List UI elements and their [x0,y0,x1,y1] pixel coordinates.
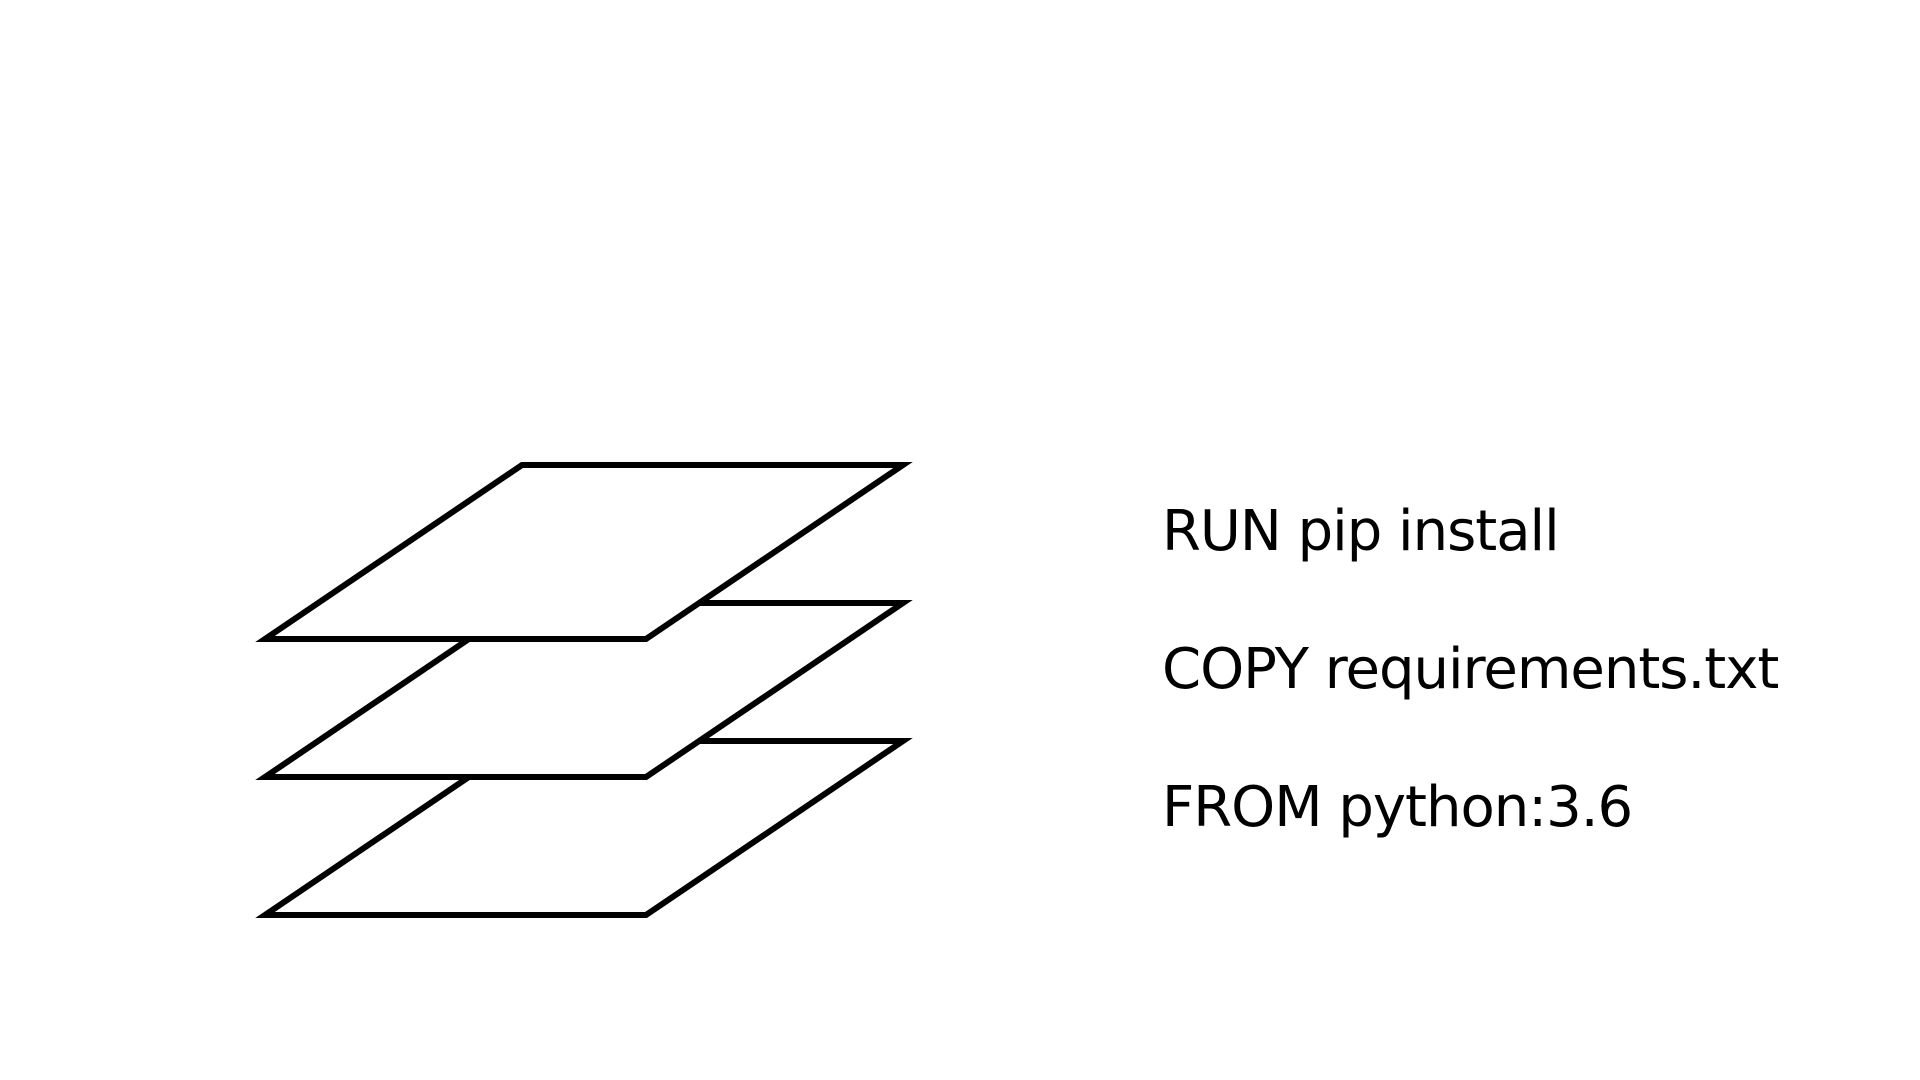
layer-label-run: RUN pip install [1162,499,1560,564]
layer-shape-top [255,462,913,642]
layer-shape-bottom [255,738,913,918]
layer-label-from: FROM python:3.6 [1162,775,1633,840]
layer-shape-middle [255,600,913,780]
layer-label-copy: COPY requirements.txt [1162,637,1779,702]
